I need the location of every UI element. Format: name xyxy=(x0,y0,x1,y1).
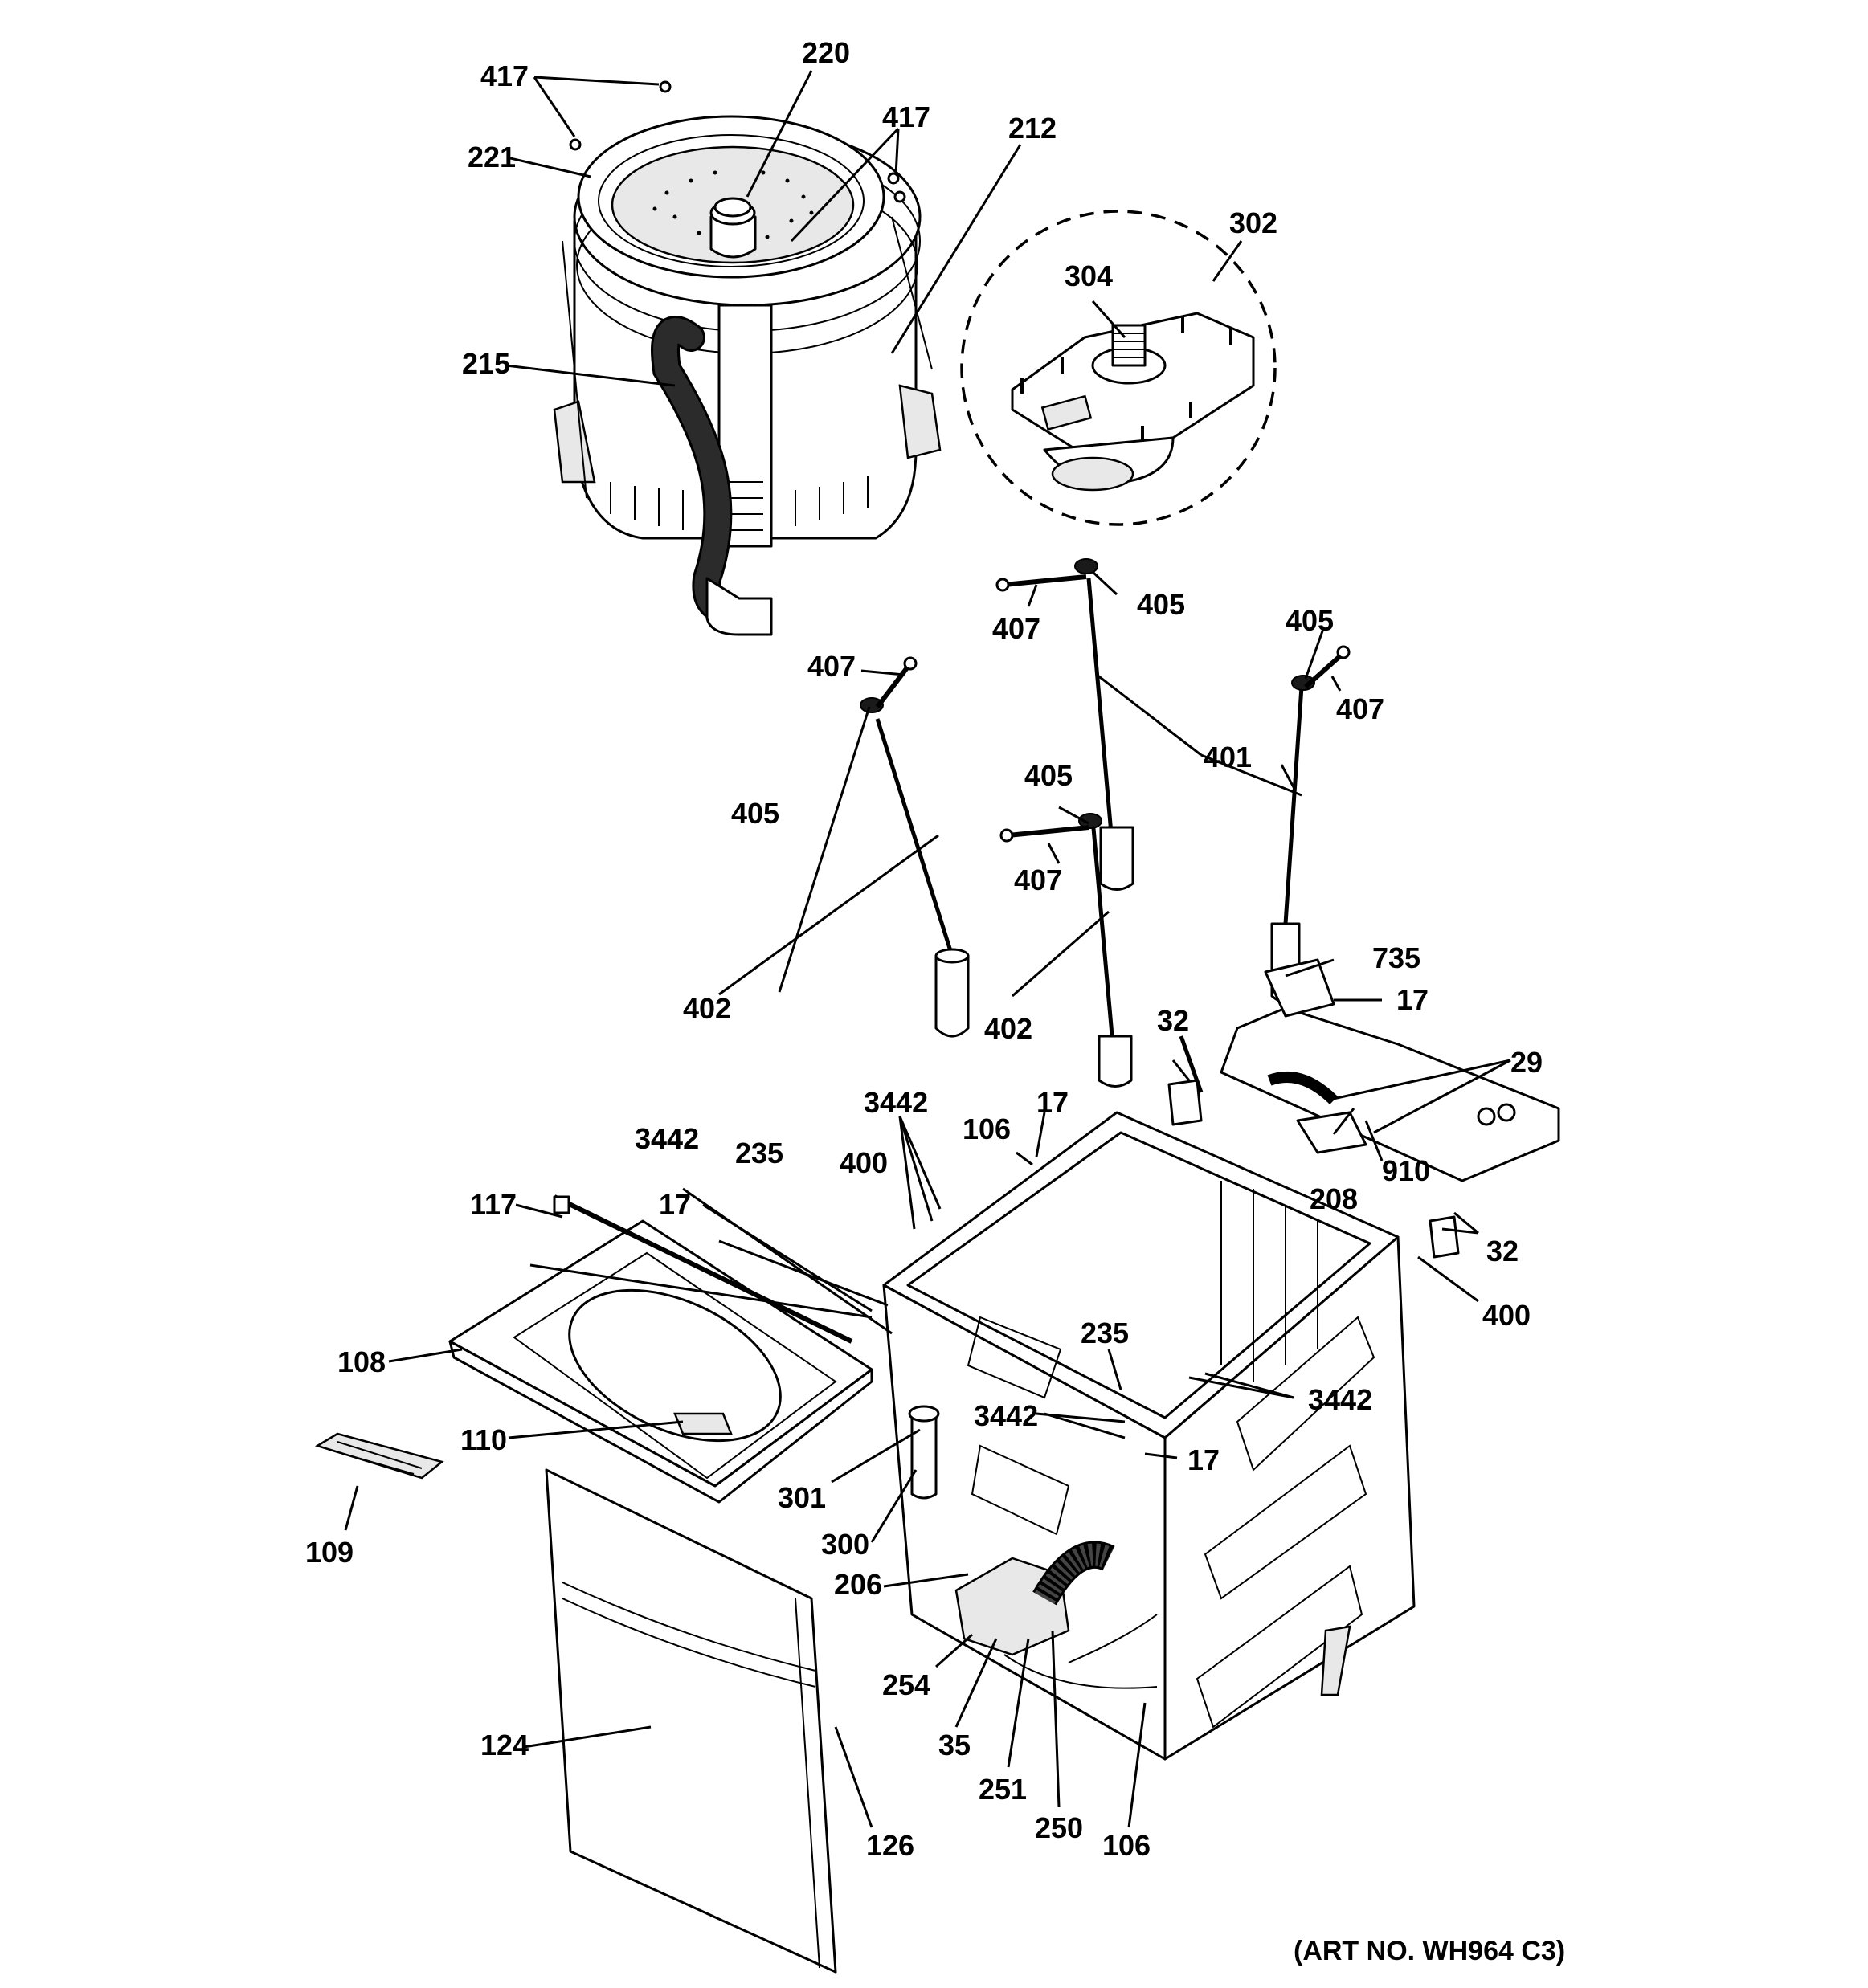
callout-215: 215 xyxy=(462,347,510,380)
callout-400: 400 xyxy=(1482,1299,1531,1332)
callout-405: 405 xyxy=(1024,759,1073,792)
leader-lines xyxy=(344,70,1511,1828)
callout-304: 304 xyxy=(1065,259,1113,292)
tub-assembly xyxy=(553,80,942,548)
callout-235: 235 xyxy=(1081,1316,1129,1349)
callout-17: 17 xyxy=(1396,983,1429,1016)
callout-17: 17 xyxy=(1187,1443,1220,1476)
callout-251: 251 xyxy=(979,1773,1027,1806)
callout-126: 126 xyxy=(866,1829,914,1862)
callout-3442: 3442 xyxy=(635,1122,699,1155)
callout-407: 407 xyxy=(992,612,1040,645)
callout-417: 417 xyxy=(882,100,930,133)
callout-300: 300 xyxy=(821,1528,869,1561)
callout-401: 401 xyxy=(1204,741,1252,774)
callout-124: 124 xyxy=(480,1729,529,1761)
callout-405: 405 xyxy=(731,797,779,830)
suspension-rods xyxy=(860,558,1351,1088)
callout-32: 32 xyxy=(1157,1004,1189,1037)
callout-407: 407 xyxy=(1336,692,1384,725)
callout-220: 220 xyxy=(802,36,850,69)
callout-32: 32 xyxy=(1486,1235,1519,1268)
art-number: (ART NO. WH964 C3) xyxy=(1294,1936,1565,1966)
drain-hose xyxy=(651,316,773,636)
callout-405: 405 xyxy=(1137,588,1185,621)
transmission-assembly xyxy=(960,210,1277,526)
cabinet xyxy=(882,1111,1416,1761)
callout-235: 235 xyxy=(735,1137,783,1170)
callout-250: 250 xyxy=(1035,1811,1083,1844)
callout-221: 221 xyxy=(468,141,516,173)
callout-110: 110 xyxy=(460,1423,507,1456)
callout-212: 212 xyxy=(1008,112,1057,145)
callout-3442: 3442 xyxy=(864,1086,928,1119)
top-cover xyxy=(448,1194,873,1504)
callout-109: 109 xyxy=(305,1536,354,1569)
callout-3442: 3442 xyxy=(974,1399,1038,1432)
callout-301: 301 xyxy=(778,1481,826,1514)
callout-117: 117 xyxy=(470,1188,517,1221)
part-109 xyxy=(314,1432,444,1480)
callout-302: 302 xyxy=(1229,206,1277,239)
callout-3442: 3442 xyxy=(1308,1383,1372,1416)
callout-17: 17 xyxy=(1036,1086,1069,1119)
callout-17: 17 xyxy=(659,1188,691,1221)
callout-208: 208 xyxy=(1310,1182,1358,1215)
callout-108: 108 xyxy=(337,1345,386,1378)
front-panel xyxy=(545,1468,837,1974)
callout-206: 206 xyxy=(834,1568,882,1601)
callout-35: 35 xyxy=(938,1729,971,1761)
callout-254: 254 xyxy=(882,1668,930,1701)
callout-735: 735 xyxy=(1372,941,1420,974)
callout-402: 402 xyxy=(683,992,731,1025)
callout-407: 407 xyxy=(807,650,856,683)
callout-106: 106 xyxy=(963,1112,1011,1145)
callout-405: 405 xyxy=(1286,604,1334,637)
rear-bracket xyxy=(1167,958,1560,1259)
callout-417: 417 xyxy=(480,59,529,92)
callout-910: 910 xyxy=(1382,1154,1430,1187)
callout-400: 400 xyxy=(840,1146,888,1179)
callout-106: 106 xyxy=(1102,1829,1151,1862)
callout-407: 407 xyxy=(1014,863,1062,896)
callout-29: 29 xyxy=(1510,1046,1543,1079)
callout-402: 402 xyxy=(984,1012,1032,1045)
callout-labels: 417 220 417 212 221 302 304 215 405 407 … xyxy=(305,36,1543,1862)
